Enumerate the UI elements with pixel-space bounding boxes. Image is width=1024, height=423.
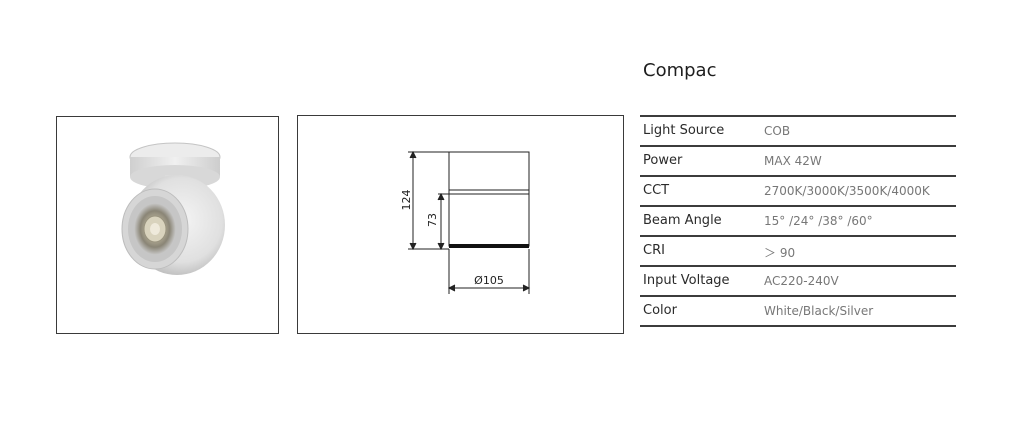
spec-table: Light Source COB Power MAX 42W CCT 2700K…	[640, 115, 956, 327]
spec-label: Beam Angle	[643, 213, 722, 228]
spec-row-beam-angle: Beam Angle 15° /24° /38° /60°	[640, 205, 956, 235]
spec-value: 15° /24° /38° /60°	[764, 214, 873, 228]
spec-row-cri: CRI ＞ 90	[640, 235, 956, 265]
spec-value: White/Black/Silver	[764, 304, 874, 318]
spec-label: Power	[643, 153, 683, 168]
spec-value: MAX 42W	[764, 154, 822, 168]
spec-label: CCT	[643, 183, 670, 198]
spec-label: Color	[643, 303, 677, 318]
spec-value: ＞ 90	[764, 246, 796, 260]
total-height-label: 124	[400, 190, 413, 211]
diameter-label: Ø105	[474, 274, 504, 287]
spec-value: AC220-240V	[764, 274, 839, 288]
dimension-drawing-frame: 124 73 Ø105	[297, 115, 624, 334]
dimension-drawing: 124 73 Ø105	[400, 150, 531, 294]
spec-row-light-source: Light Source COB	[640, 115, 956, 145]
spec-label: Light Source	[643, 123, 725, 138]
spec-value: 2700K/3000K/3500K/4000K	[764, 184, 930, 198]
product-photo	[121, 142, 225, 275]
spec-row-cct: CCT 2700K/3000K/3500K/4000K	[640, 175, 956, 205]
spec-row-color: Color White/Black/Silver	[640, 295, 956, 327]
product-photo-frame	[56, 116, 279, 334]
spec-row-input-voltage: Input Voltage AC220-240V	[640, 265, 956, 295]
spec-value: COB	[764, 124, 791, 138]
product-title: Compac	[643, 60, 717, 81]
spec-label: Input Voltage	[643, 273, 730, 288]
spec-label: CRI	[643, 243, 665, 258]
spec-row-power: Power MAX 42W	[640, 145, 956, 175]
body-height-label: 73	[426, 213, 439, 227]
